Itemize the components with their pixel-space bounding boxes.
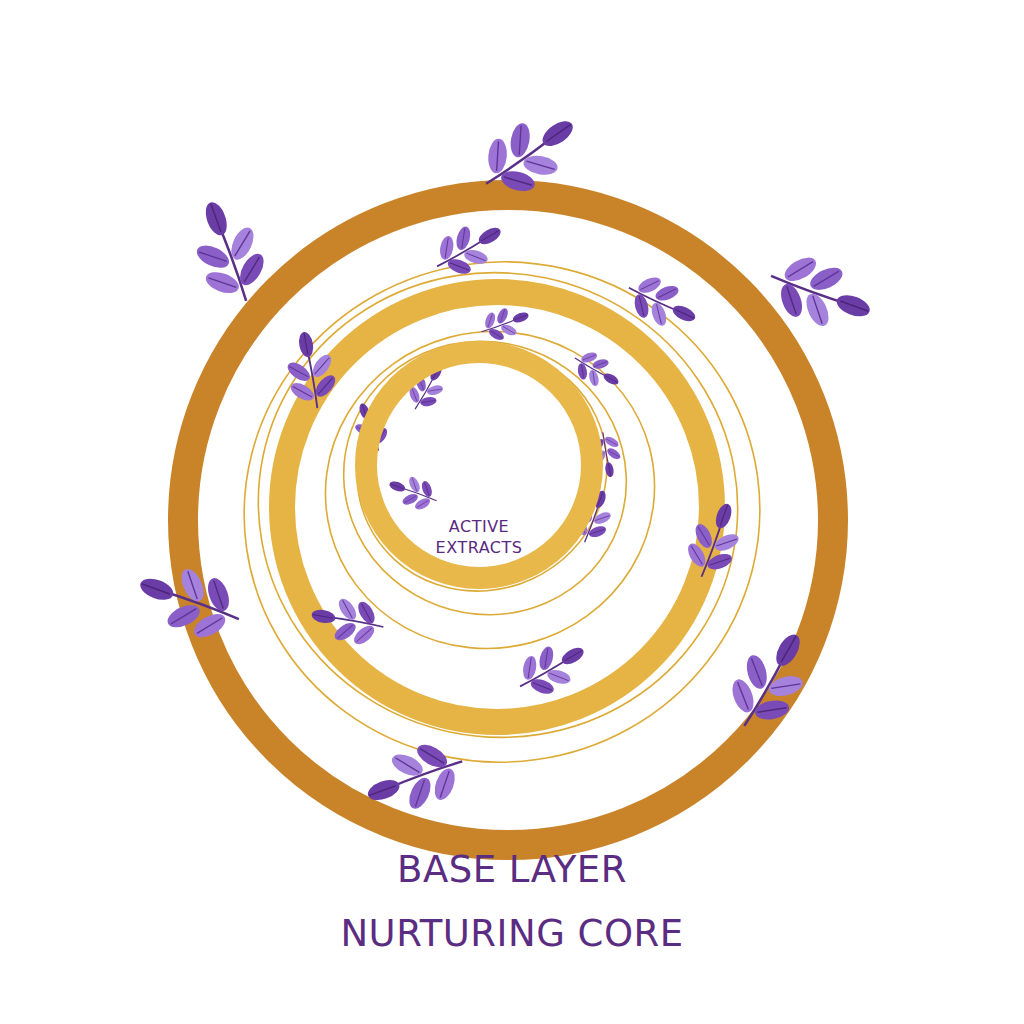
layer-label: BASE LAYER xyxy=(0,838,1024,902)
extract-circle: ACTIVE EXTRACTS xyxy=(355,341,603,589)
middle-ring xyxy=(282,292,712,722)
node-label: ACTIVE EXTRACTS xyxy=(423,516,535,558)
leaf-sprigs xyxy=(129,95,882,827)
outer-ring xyxy=(183,195,833,845)
swirl-lines xyxy=(212,228,793,795)
label-layer: BASE LAYERNURTURING CORE xyxy=(0,838,1024,966)
layer-label: NURTURING CORE xyxy=(0,902,1024,966)
